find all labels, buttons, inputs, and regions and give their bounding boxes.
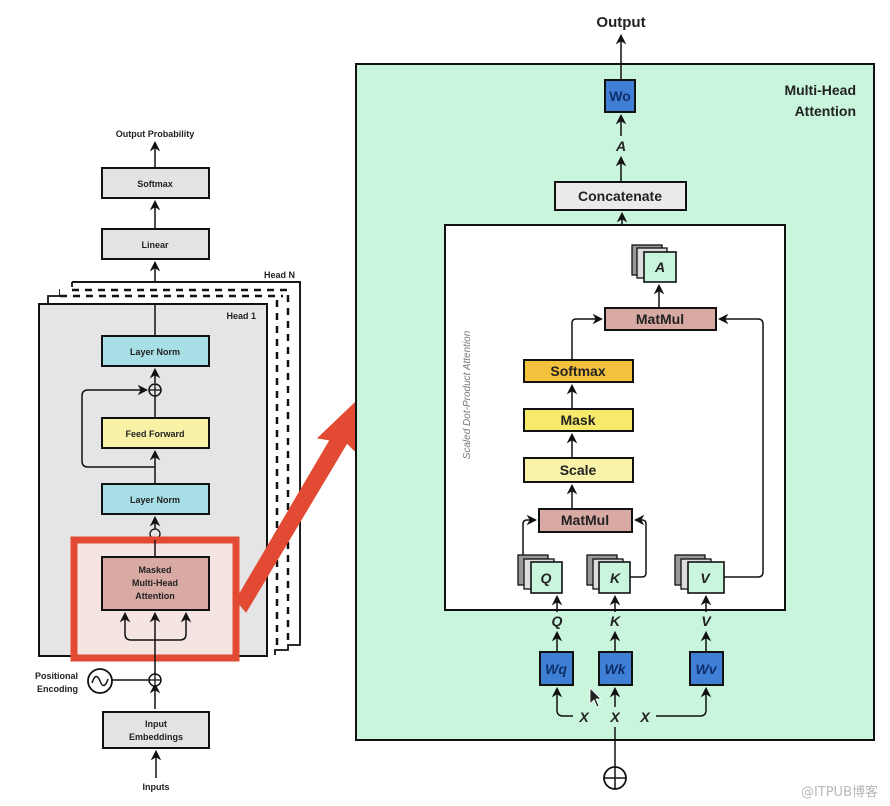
output-probability-label: Output Probability xyxy=(116,129,195,139)
wv-label: Wv xyxy=(696,661,718,677)
residual-ff xyxy=(81,384,155,468)
v-stack-label: V xyxy=(700,570,711,586)
masked-mha-line-3: Attention xyxy=(135,591,175,601)
softmax-box-right xyxy=(523,359,634,383)
mha-title-line-1: Multi-Head xyxy=(784,82,856,98)
x-label-v: X xyxy=(639,709,651,725)
inputs-label: Inputs xyxy=(143,782,170,792)
wv-box xyxy=(689,651,724,686)
mouse-cursor-icon xyxy=(589,687,602,708)
masked-mha-line-1: Masked xyxy=(138,565,171,575)
input-embeddings-line-2: Embeddings xyxy=(129,732,183,742)
linear-box xyxy=(101,228,210,260)
arrow-softmax-matmul xyxy=(571,313,604,360)
arrow-x-wq xyxy=(551,686,573,717)
matmul-top-label: MatMul xyxy=(636,311,684,327)
v-label: V xyxy=(701,613,712,629)
concatenate-box xyxy=(554,181,687,211)
arrow-v-matmul xyxy=(717,313,764,578)
input-embeddings-line-1: Input xyxy=(145,719,167,729)
layer-norm-top-box xyxy=(101,335,210,367)
mask-box xyxy=(523,408,634,432)
sdpa-title: Scaled Dot-Product Attention xyxy=(462,330,473,459)
a-stack: A xyxy=(631,244,677,283)
head-n-label: Head N xyxy=(264,270,295,280)
matmul-bottom-box xyxy=(538,508,633,533)
wo-label: Wo xyxy=(609,88,631,104)
watermark: @ITPUB博客 xyxy=(800,785,878,800)
positional-encoding-line-1: Positional xyxy=(35,671,78,681)
layer-norm-bottom-label: Layer Norm xyxy=(130,495,180,505)
layer-norm-top-label: Layer Norm xyxy=(130,347,180,357)
a-stack-label: A xyxy=(654,259,665,275)
arrow-mha-q xyxy=(119,611,155,641)
feed-forward-box xyxy=(101,417,210,449)
multi-head-attention-diagram: Output Multi-Head Attention Wo A Concate… xyxy=(355,14,875,790)
input-embeddings-box xyxy=(102,711,210,749)
positional-encoding-line-2: Encoding xyxy=(37,684,78,694)
k-stack: K xyxy=(586,554,631,594)
wk-box xyxy=(598,651,633,686)
softmax-box xyxy=(101,167,210,199)
masked-mha-box xyxy=(101,556,210,611)
decoder-diagram: Output Probability Softmax Linear Head N… xyxy=(35,129,301,792)
softmax-label-right: Softmax xyxy=(550,363,605,379)
q-stack-label: Q xyxy=(541,570,552,586)
feed-forward-label: Feed Forward xyxy=(125,429,184,439)
linear-label: Linear xyxy=(141,240,169,250)
matmul-bottom-label: MatMul xyxy=(561,512,609,528)
softmax-label: Softmax xyxy=(137,179,173,189)
wq-label: Wq xyxy=(545,661,567,677)
arrow-q-matmul xyxy=(522,514,538,570)
k-label: K xyxy=(610,613,621,629)
v-stack: V xyxy=(674,554,725,594)
matmul-top-box xyxy=(604,307,717,331)
q-stack: Q xyxy=(517,554,563,594)
wo-box xyxy=(604,79,636,113)
a-label: A xyxy=(615,138,626,154)
head-n-border xyxy=(72,281,301,655)
mask-label: Mask xyxy=(560,412,595,428)
wk-label: Wk xyxy=(605,661,627,677)
scale-label: Scale xyxy=(560,462,597,478)
arrow-k-matmul xyxy=(630,514,647,578)
arrow-mha-k xyxy=(155,611,192,641)
output-label: Output xyxy=(596,14,645,31)
wq-box xyxy=(539,651,574,686)
arrow-x-wv xyxy=(656,686,712,717)
masked-mha-line-2: Multi-Head xyxy=(132,578,178,588)
x-label-k: X xyxy=(609,709,621,725)
layer-norm-bottom-box xyxy=(101,483,210,515)
k-stack-label: K xyxy=(610,570,621,586)
head-1-label: Head 1 xyxy=(226,311,256,321)
concatenate-label: Concatenate xyxy=(578,188,662,204)
x-label-q: X xyxy=(578,709,590,725)
scale-box xyxy=(523,457,634,483)
mha-title-line-2: Attention xyxy=(795,103,856,119)
q-label: Q xyxy=(552,613,563,629)
